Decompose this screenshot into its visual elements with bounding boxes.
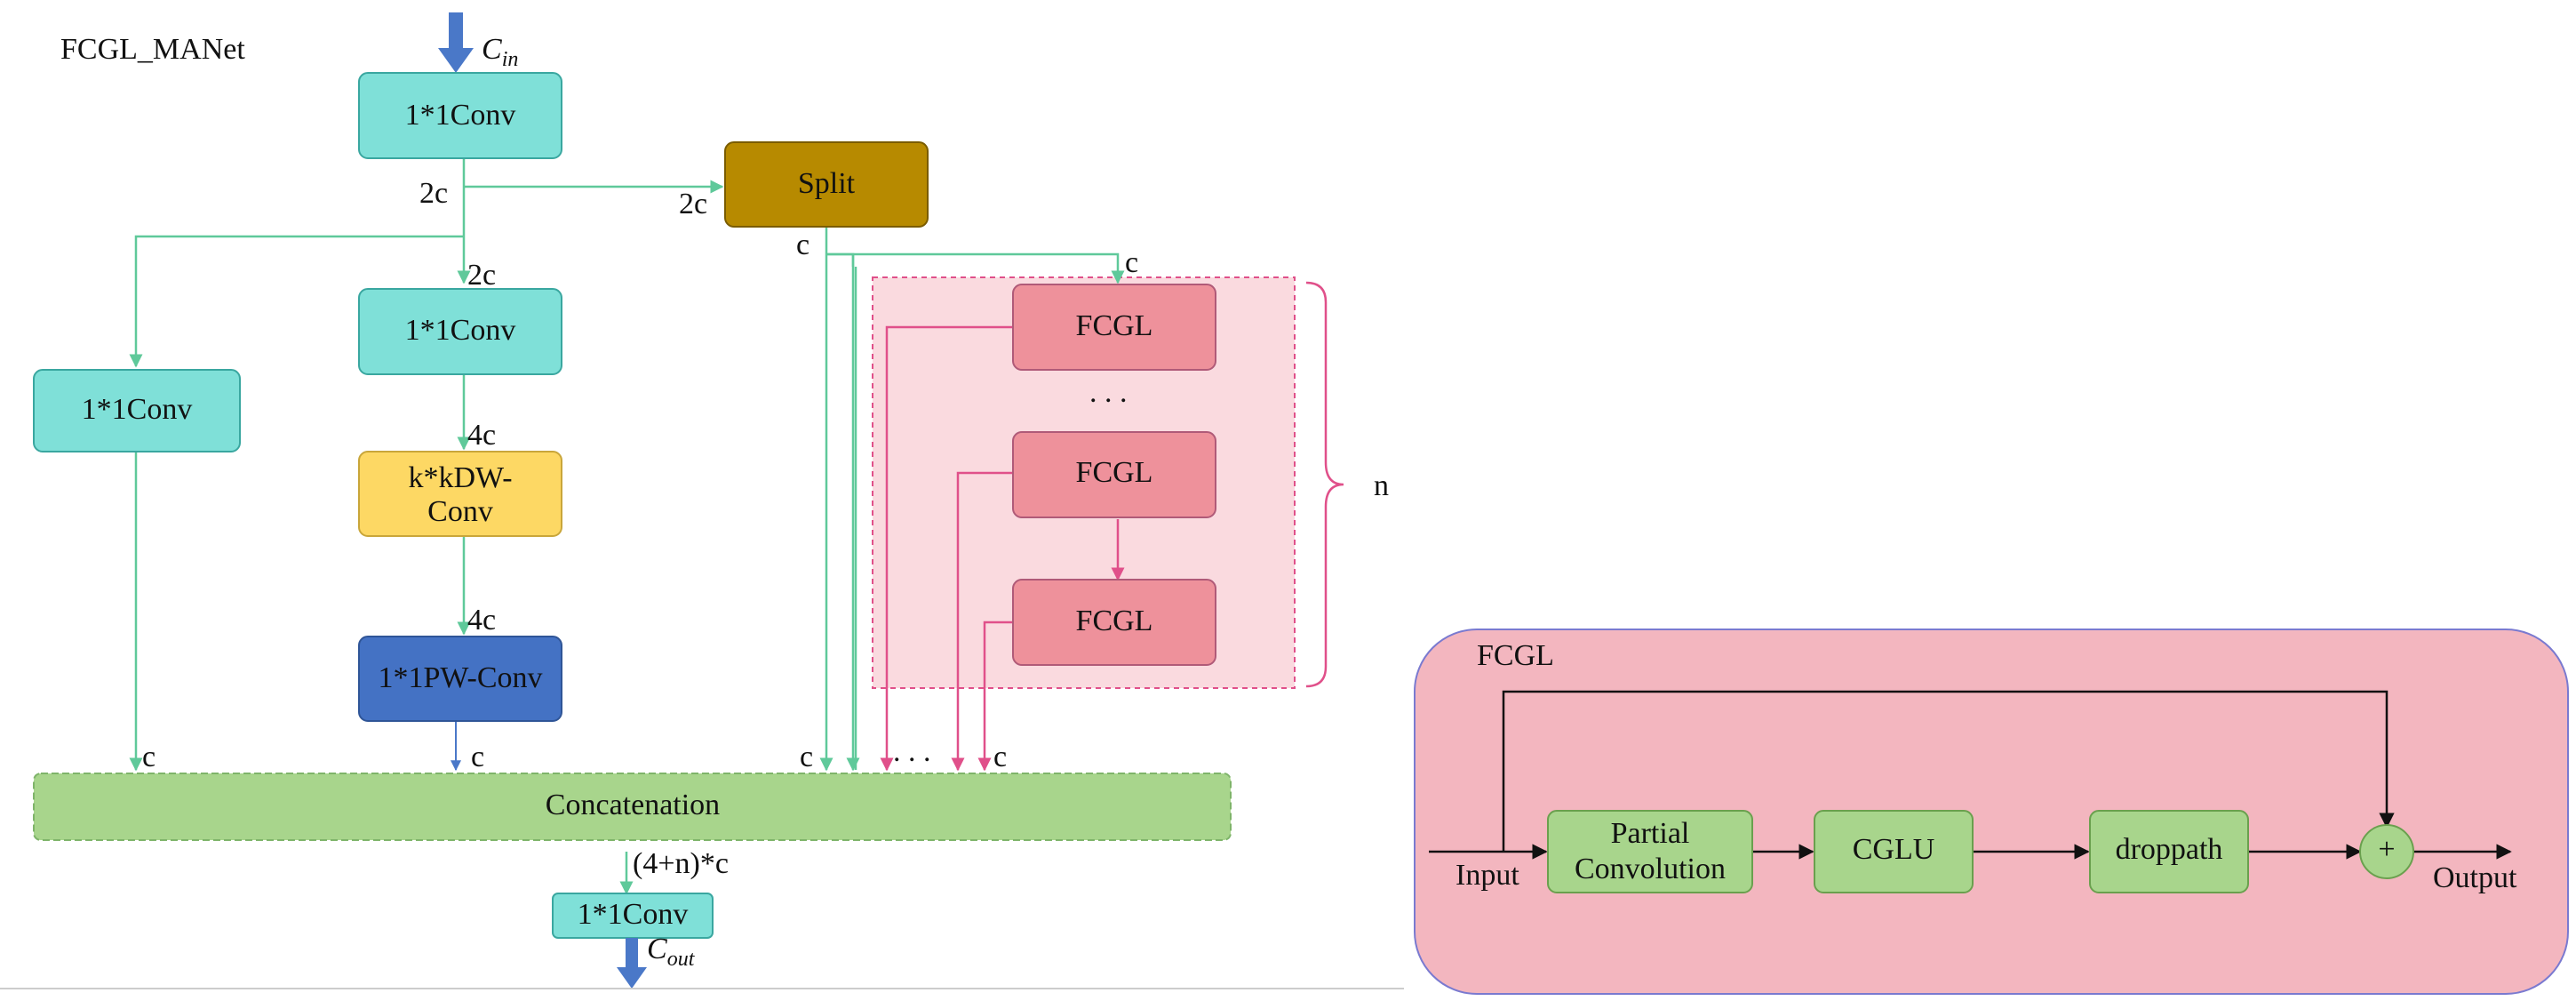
conv-left-box — [33, 369, 241, 452]
concatenation-box — [33, 773, 1232, 841]
dw-conv-label-2: Conv — [427, 495, 493, 528]
input-label: Cin — [482, 33, 518, 71]
add-node-symbol: + — [2378, 833, 2395, 866]
cglu-label: CGLU — [1853, 833, 1935, 866]
label-c4: c — [993, 741, 1007, 773]
split-label: Split — [798, 167, 856, 200]
pw-conv-label: 1*1PW-Conv — [378, 661, 542, 694]
pw-conv-box — [358, 636, 562, 722]
output-text: Output — [2433, 861, 2517, 894]
partial-conv-label-1: Partial — [1611, 817, 1690, 850]
fcgl-2-label: FCGL — [1076, 456, 1153, 489]
label-2c-a: 2c — [419, 177, 448, 210]
left-diagram: FCGL_MANet Cin n — [33, 12, 1389, 989]
partial-conv-box — [1547, 810, 1753, 893]
skip-connection — [1502, 690, 2395, 852]
cglu-box — [1814, 810, 1974, 893]
green-connectors — [129, 158, 1125, 895]
fcgl-vdots: . . . — [1089, 376, 1128, 409]
fcgl-3-label: FCGL — [1076, 605, 1153, 637]
conv-top-box — [358, 72, 562, 159]
label-dots: . . . — [893, 735, 931, 768]
label-2c-c: 2c — [467, 259, 496, 292]
label-c-split: c — [796, 228, 809, 261]
conv-mid-box — [358, 288, 562, 375]
right-diagram: FCGL Input Output Partial Convolution CG… — [1414, 629, 2569, 995]
fcgl-box-1 — [1012, 284, 1216, 371]
droppath-label: droppath — [2116, 833, 2223, 866]
input-arrow — [438, 12, 474, 73]
right-diagram-title: FCGL — [1477, 639, 1554, 672]
fcgl-panel — [1414, 629, 2569, 995]
input-text: Input — [1455, 859, 1519, 892]
label-c2: c — [471, 741, 484, 773]
fcgl-box-3 — [1012, 579, 1216, 666]
output-label: Cout — [647, 933, 696, 971]
partial-conv-label-2: Convolution — [1575, 853, 1726, 885]
droppath-box — [2089, 810, 2249, 893]
conv-mid-label: 1*1Conv — [405, 314, 516, 347]
fcgl-box-2 — [1012, 431, 1216, 518]
label-4c-a: 4c — [467, 419, 496, 452]
left-diagram-title: FCGL_MANet — [60, 33, 245, 66]
label-concat-channels: (4+n)*c — [633, 847, 729, 880]
dw-conv-label-1: k*kDW- — [408, 461, 512, 494]
repeat-brace — [1305, 281, 1344, 688]
fcgl-1-label: FCGL — [1076, 309, 1153, 342]
conv-top-label: 1*1Conv — [405, 99, 516, 132]
label-4c-b: 4c — [467, 604, 496, 637]
brace-label: n — [1374, 469, 1389, 502]
label-c1: c — [142, 741, 156, 773]
conv-out-label: 1*1Conv — [578, 898, 689, 931]
label-c3: c — [800, 741, 813, 773]
output-arrow — [617, 938, 647, 989]
pink-connectors — [880, 325, 1125, 772]
add-node — [2359, 824, 2414, 879]
split-box — [724, 141, 929, 228]
concatenation-label: Concatenation — [546, 789, 720, 821]
dw-conv-box — [358, 451, 562, 537]
label-2c-b: 2c — [679, 188, 707, 220]
conv-left-label: 1*1Conv — [82, 393, 193, 426]
label-c-fcgl: c — [1125, 246, 1138, 279]
